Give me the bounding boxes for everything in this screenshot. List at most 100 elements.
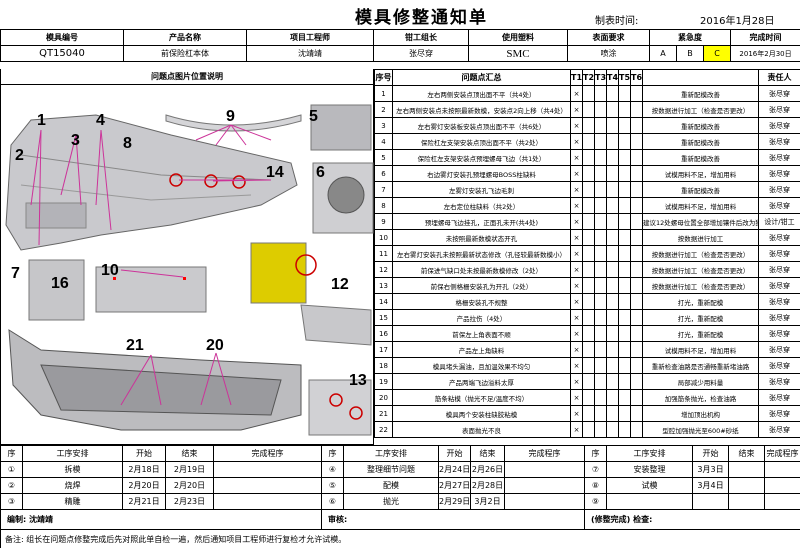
issue-t6 — [630, 277, 643, 294]
issue-t4 — [606, 293, 619, 310]
footnote: 备注: 组长在问题点修整完成后先对照此单自检一遍，然后通知项目工程师进行复检才允… — [0, 529, 800, 548]
urgency-c: C — [702, 45, 732, 62]
issue-t4 — [606, 245, 619, 262]
document-title: 模具修整通知单 — [355, 8, 488, 28]
issue-t6 — [630, 197, 643, 214]
issue-no: 13 — [374, 277, 393, 294]
callout-2: 2 — [15, 147, 24, 164]
issue-desc: 模具堵头漏油，且加温效果不均匀 — [392, 357, 571, 374]
value-surface: 喷涂 — [567, 45, 650, 62]
schedule-task: 抛光 — [343, 493, 439, 510]
issue-note: 按数据进行加工（检查是否更改） — [642, 245, 759, 262]
value-fitter: 张尽穿 — [373, 45, 469, 62]
issue-t1-mark: × — [570, 277, 583, 294]
issue-t4 — [606, 85, 619, 102]
issue-owner: 张尽穿 — [758, 293, 800, 310]
issue-desc: 左右两侧安装点顶出面不平（共4处） — [392, 85, 571, 102]
issue-t4 — [606, 357, 619, 374]
issue-t2 — [582, 117, 595, 134]
issue-t3 — [594, 197, 607, 214]
issue-t6 — [630, 341, 643, 358]
schedule-end: 2月28日 — [470, 477, 505, 494]
issue-t5 — [618, 197, 631, 214]
issue-t5 — [618, 245, 631, 262]
callout-8: 8 — [123, 135, 132, 152]
issue-owner: 张尽穿 — [758, 325, 800, 342]
issue-t5 — [618, 357, 631, 374]
issue-t1-mark: × — [570, 293, 583, 310]
issue-t1-mark: × — [570, 213, 583, 230]
issue-t3 — [594, 101, 607, 118]
issue-t3 — [594, 277, 607, 294]
issue-t1-mark: × — [570, 261, 583, 278]
issue-t4 — [606, 229, 619, 246]
issue-t5 — [618, 421, 631, 438]
issue-t3 — [594, 357, 607, 374]
issue-note: 试模用料不足，增加用料 — [642, 341, 759, 358]
issue-t4 — [606, 133, 619, 150]
col-t3: T3 — [594, 69, 607, 86]
issue-owner: 张尽穿 — [758, 149, 800, 166]
issue-t6 — [630, 165, 643, 182]
issue-desc: 产品左上角缺料 — [392, 341, 571, 358]
issue-t2 — [582, 85, 595, 102]
issue-t5 — [618, 229, 631, 246]
issue-t1-mark: × — [570, 149, 583, 166]
issue-owner: 张尽穿 — [758, 181, 800, 198]
issue-t2 — [582, 213, 595, 230]
schedule-start: 3月4日 — [692, 477, 729, 494]
issue-note: 型腔加强抛光至600#砂纸 — [642, 421, 759, 438]
issue-desc: 前保进气缺口处未按最新数模修改（2处） — [392, 261, 571, 278]
schedule-col-3: 结束 — [728, 445, 765, 462]
issue-no: 2 — [374, 101, 393, 118]
issue-no: 3 — [374, 117, 393, 134]
callout-16: 16 — [51, 275, 69, 292]
issue-t5 — [618, 165, 631, 182]
col-no: 序号 — [374, 69, 393, 86]
issue-t5 — [618, 149, 631, 166]
schedule-col-3: 结束 — [165, 445, 214, 462]
col-owner: 责任人 — [758, 69, 800, 86]
issue-note: 重新配模改善 — [642, 181, 759, 198]
callout-9: 9 — [226, 108, 235, 125]
schedule-done — [764, 493, 800, 510]
title-bar: 模具修整通知单 制表时间: 2016年1月28日 — [0, 0, 800, 29]
issue-no: 1 — [374, 85, 393, 102]
callout-numbers: 1 2 3 4 5 6 7 8 9 10 12 13 14 16 20 21 — [11, 108, 367, 389]
issue-owner: 张尽穿 — [758, 85, 800, 102]
sign-row: 编制: 沈靖靖审核:(修整完成) 检查: — [0, 509, 800, 530]
schedule-end — [728, 493, 765, 510]
issue-row: 9预埋螺母飞边挂孔，正面孔未开(共4处)×建议12处螺母位置全部增加镶件后改为独… — [374, 213, 800, 230]
issue-t4 — [606, 277, 619, 294]
schedule-done — [213, 477, 322, 494]
schedule-task: 整理细节问题 — [343, 461, 439, 478]
issue-no: 8 — [374, 197, 393, 214]
issue-t5 — [618, 261, 631, 278]
schedule-end: 2月23日 — [165, 493, 214, 510]
issue-owner: 张尽穿 — [758, 101, 800, 118]
issue-t5 — [618, 389, 631, 406]
diagram-header: 问题点图片位置说明 — [1, 69, 373, 85]
issue-t5 — [618, 133, 631, 150]
issue-note: 试模用料不足，增加用料 — [642, 197, 759, 214]
issue-t2 — [582, 373, 595, 390]
issue-t1-mark: × — [570, 245, 583, 262]
issue-t4 — [606, 165, 619, 182]
issue-t1-mark: × — [570, 117, 583, 134]
issue-t2 — [582, 229, 595, 246]
urgency-a: A — [649, 45, 677, 62]
issue-no: 7 — [374, 181, 393, 198]
issue-t1-mark: × — [570, 309, 583, 326]
value-engineer: 沈靖靖 — [246, 45, 374, 62]
issue-t5 — [618, 373, 631, 390]
issue-t1-mark: × — [570, 229, 583, 246]
col-desc: 问题点汇总 — [392, 69, 571, 86]
issue-desc: 前保右侧格栅安装孔为开孔（2处） — [392, 277, 571, 294]
sign-inspect: (修整完成) 检查: — [584, 509, 800, 530]
issue-note: 按数据进行加工（检查是否更改） — [642, 101, 759, 118]
